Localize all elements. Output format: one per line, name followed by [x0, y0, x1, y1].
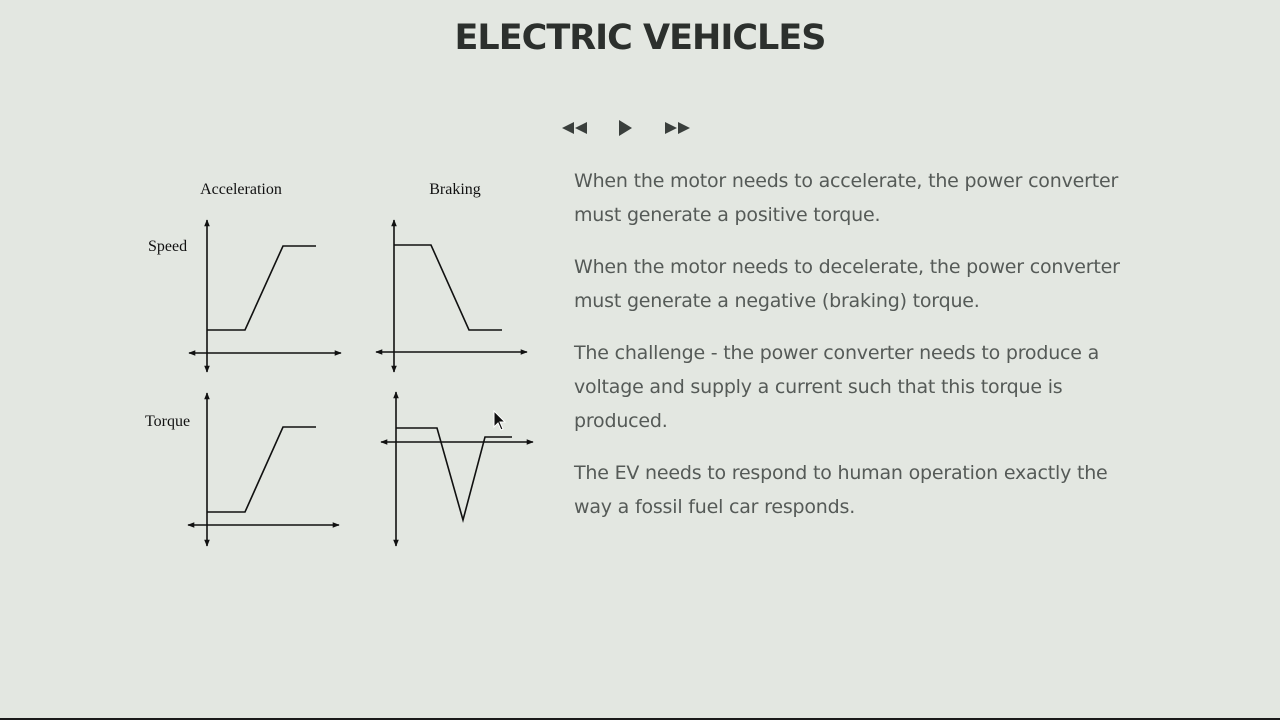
rewind-button[interactable]	[560, 117, 590, 139]
play-button[interactable]	[616, 117, 636, 139]
paragraph-decelerate: When the motor needs to decelerate, the …	[574, 256, 1120, 312]
row-label-speed: Speed	[148, 238, 187, 255]
mouse-pointer-icon	[493, 410, 507, 431]
column-label-acceleration: Acceleration	[200, 181, 282, 198]
slide-title: ELECTRIC VEHICLES	[454, 18, 827, 58]
fast-forward-button[interactable]	[662, 117, 692, 139]
acceleration-speed-graph	[188, 219, 342, 373]
play-icon	[619, 120, 632, 136]
paragraph-accelerate: When the motor needs to accelerate, the …	[574, 170, 1119, 226]
braking-torque-graph	[380, 391, 534, 547]
paragraph-challenge: The challenge - the power converter need…	[574, 342, 1100, 432]
acceleration-torque-graph	[187, 392, 340, 547]
braking-speed-graph	[375, 219, 528, 373]
bottom-border	[0, 718, 1280, 720]
paragraph-human-operation: The EV needs to respond to human operati…	[574, 462, 1108, 518]
column-label-braking: Braking	[429, 181, 481, 198]
fast-forward-icon	[665, 122, 690, 134]
speed-torque-diagram: Acceleration Braking Speed Torque	[145, 181, 534, 547]
player-controls	[560, 117, 700, 139]
explanation-text: When the motor needs to accelerate, the …	[574, 164, 1134, 542]
row-label-torque: Torque	[145, 413, 190, 430]
rewind-icon	[562, 122, 587, 134]
